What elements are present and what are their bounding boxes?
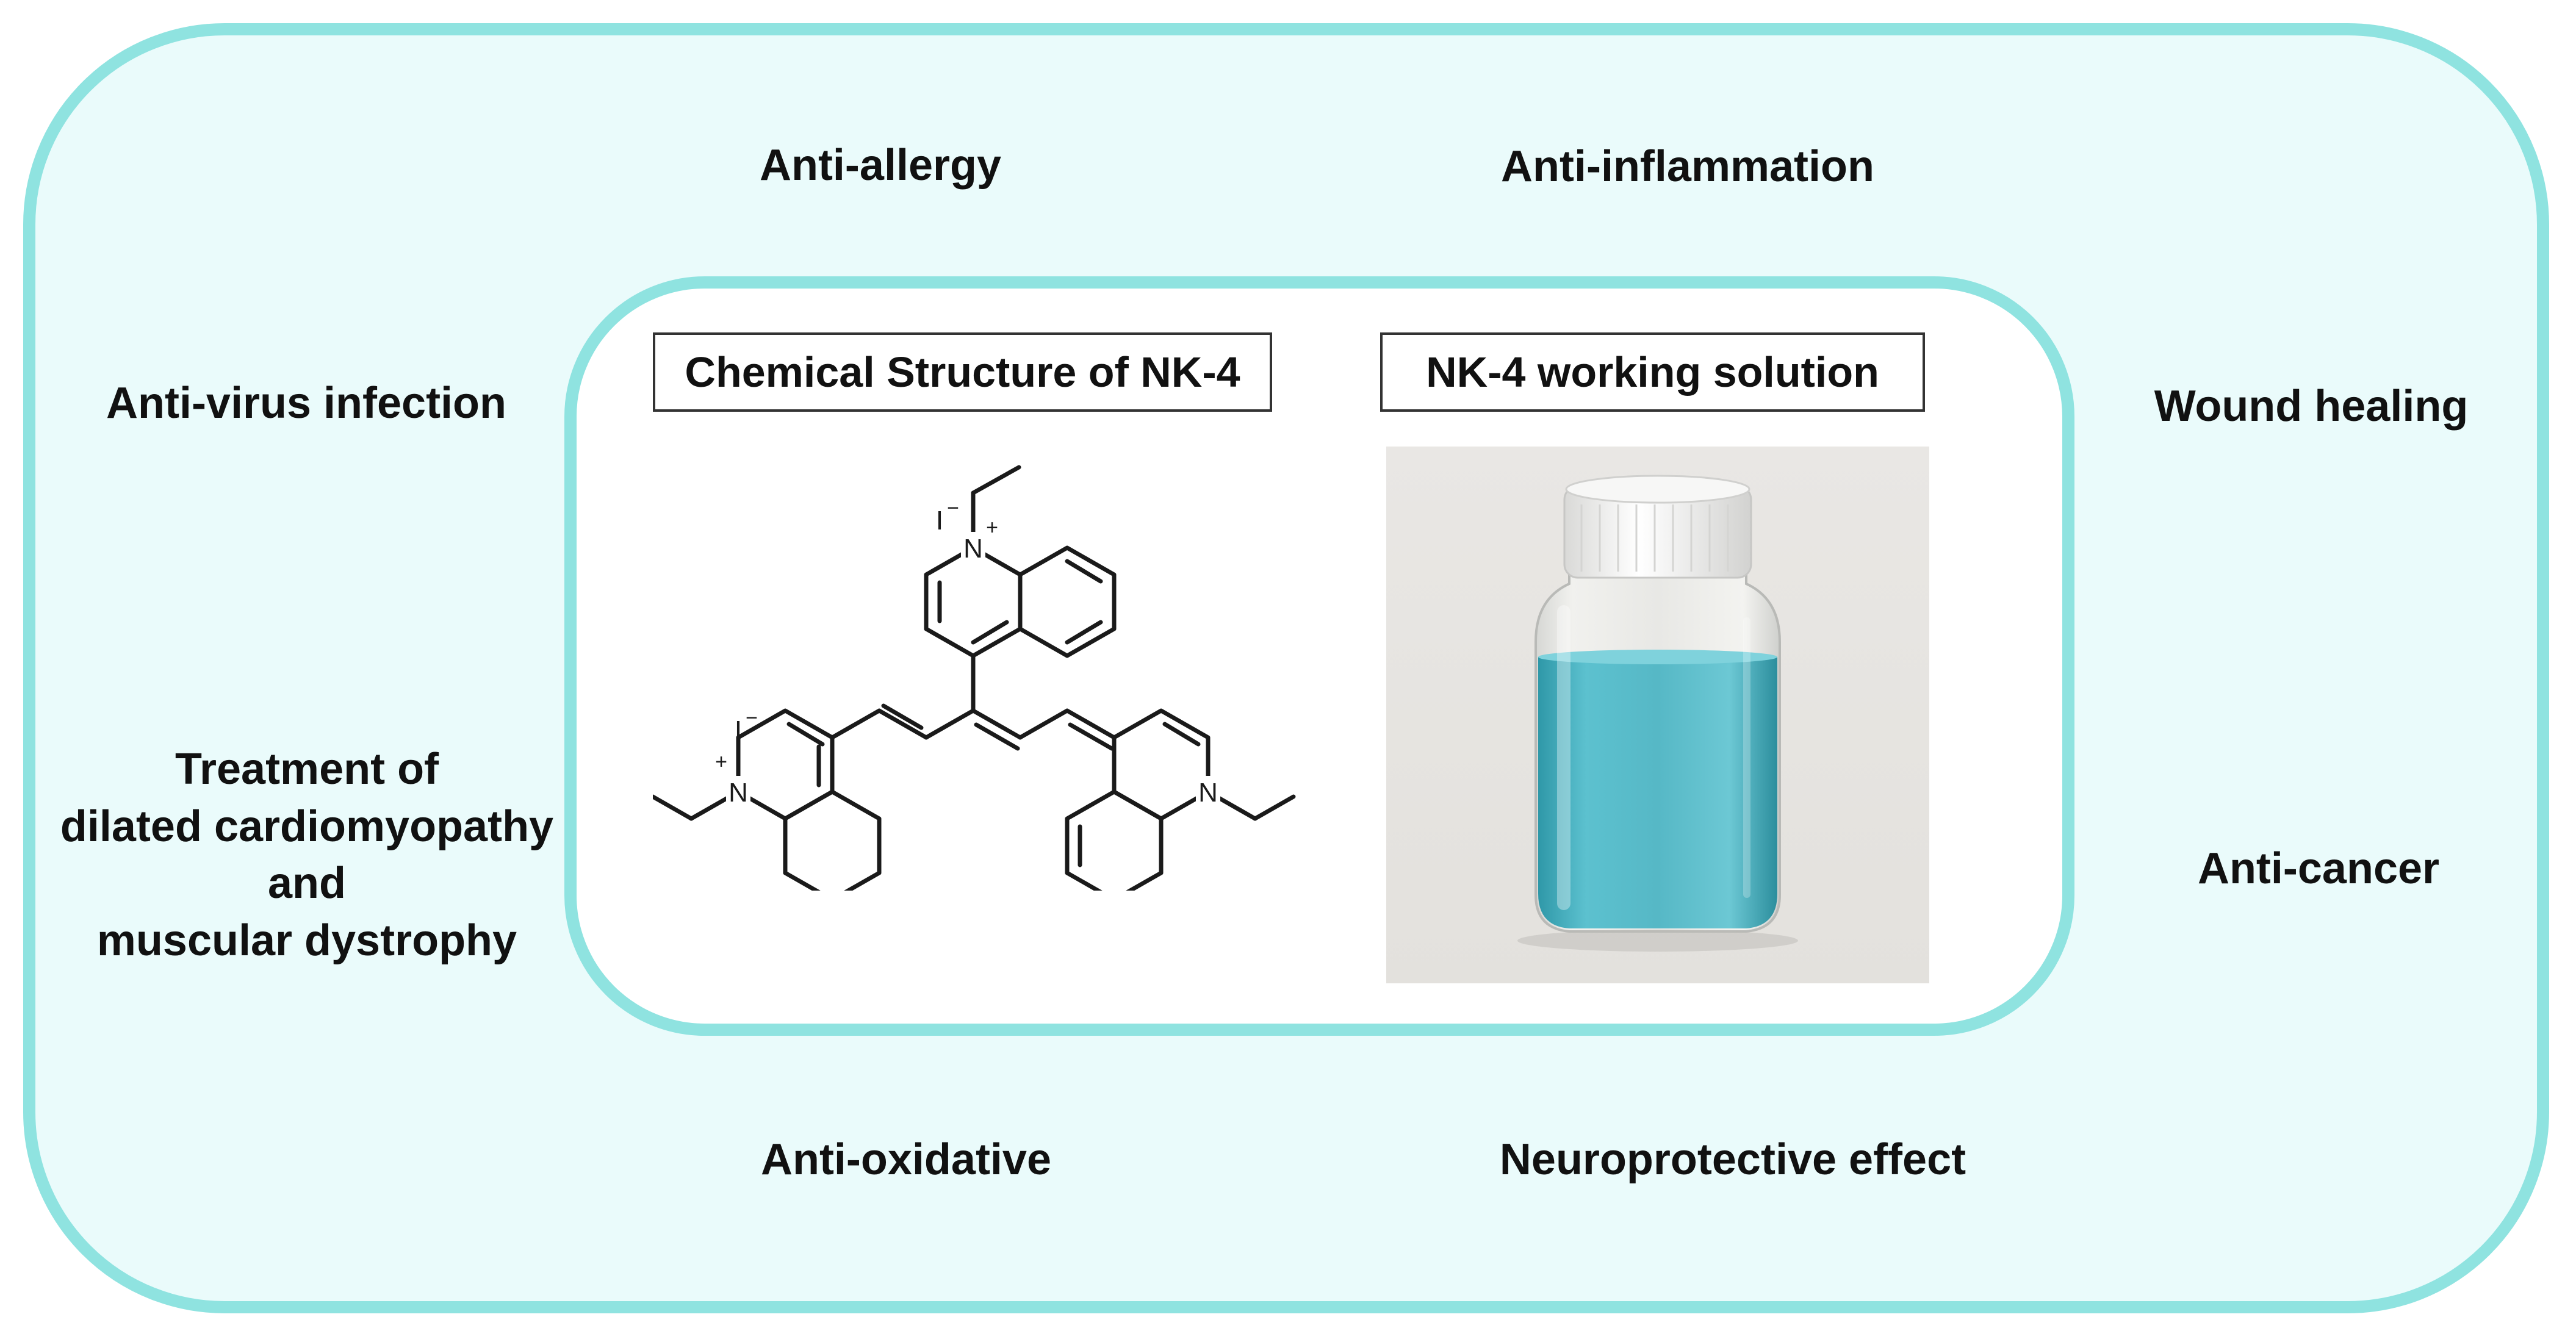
treatment-line-2: dilated cardiomyopathy — [60, 802, 554, 851]
molecule-structure-icon: N + I − N + I − N — [653, 465, 1296, 891]
structure-title: Chemical Structure of NK-4 — [685, 348, 1240, 396]
charge-plus-top: + — [986, 516, 998, 539]
effect-wound-healing: Wound healing — [2154, 382, 2469, 431]
effect-treatment-cardiomyopathy: Treatment of dilated cardiomyopathy and … — [60, 741, 553, 969]
solution-photo — [1386, 447, 1929, 983]
nitrogen-top: N — [963, 534, 983, 564]
treatment-line-3: and — [267, 859, 347, 908]
effect-anti-inflammation: Anti-inflammation — [1501, 142, 1874, 191]
structure-title-box: Chemical Structure of NK-4 — [653, 332, 1272, 412]
effect-anti-virus-infection: Anti-virus infection — [106, 379, 507, 428]
charge-minus-top: − — [947, 497, 959, 520]
charge-minus-left: − — [746, 706, 758, 730]
solution-title-box: NK-4 working solution — [1380, 332, 1925, 412]
effect-anti-oxidative: Anti-oxidative — [760, 1135, 1052, 1184]
treatment-line-4: muscular dystrophy — [96, 916, 517, 965]
effect-anti-allergy: Anti-allergy — [759, 141, 1002, 190]
iodide-top: I — [936, 506, 943, 536]
nitrogen-right: N — [1198, 778, 1218, 808]
nitrogen-left: N — [729, 778, 748, 808]
charge-plus-left: + — [715, 750, 727, 773]
effect-anti-cancer: Anti-cancer — [2197, 844, 2440, 893]
effect-neuroprotective: Neuroprotective effect — [1499, 1135, 1966, 1184]
treatment-line-1: Treatment of — [174, 745, 439, 794]
iodide-left: I — [735, 716, 742, 745]
solution-title: NK-4 working solution — [1426, 348, 1879, 396]
vial-photo-icon — [1517, 475, 1798, 952]
